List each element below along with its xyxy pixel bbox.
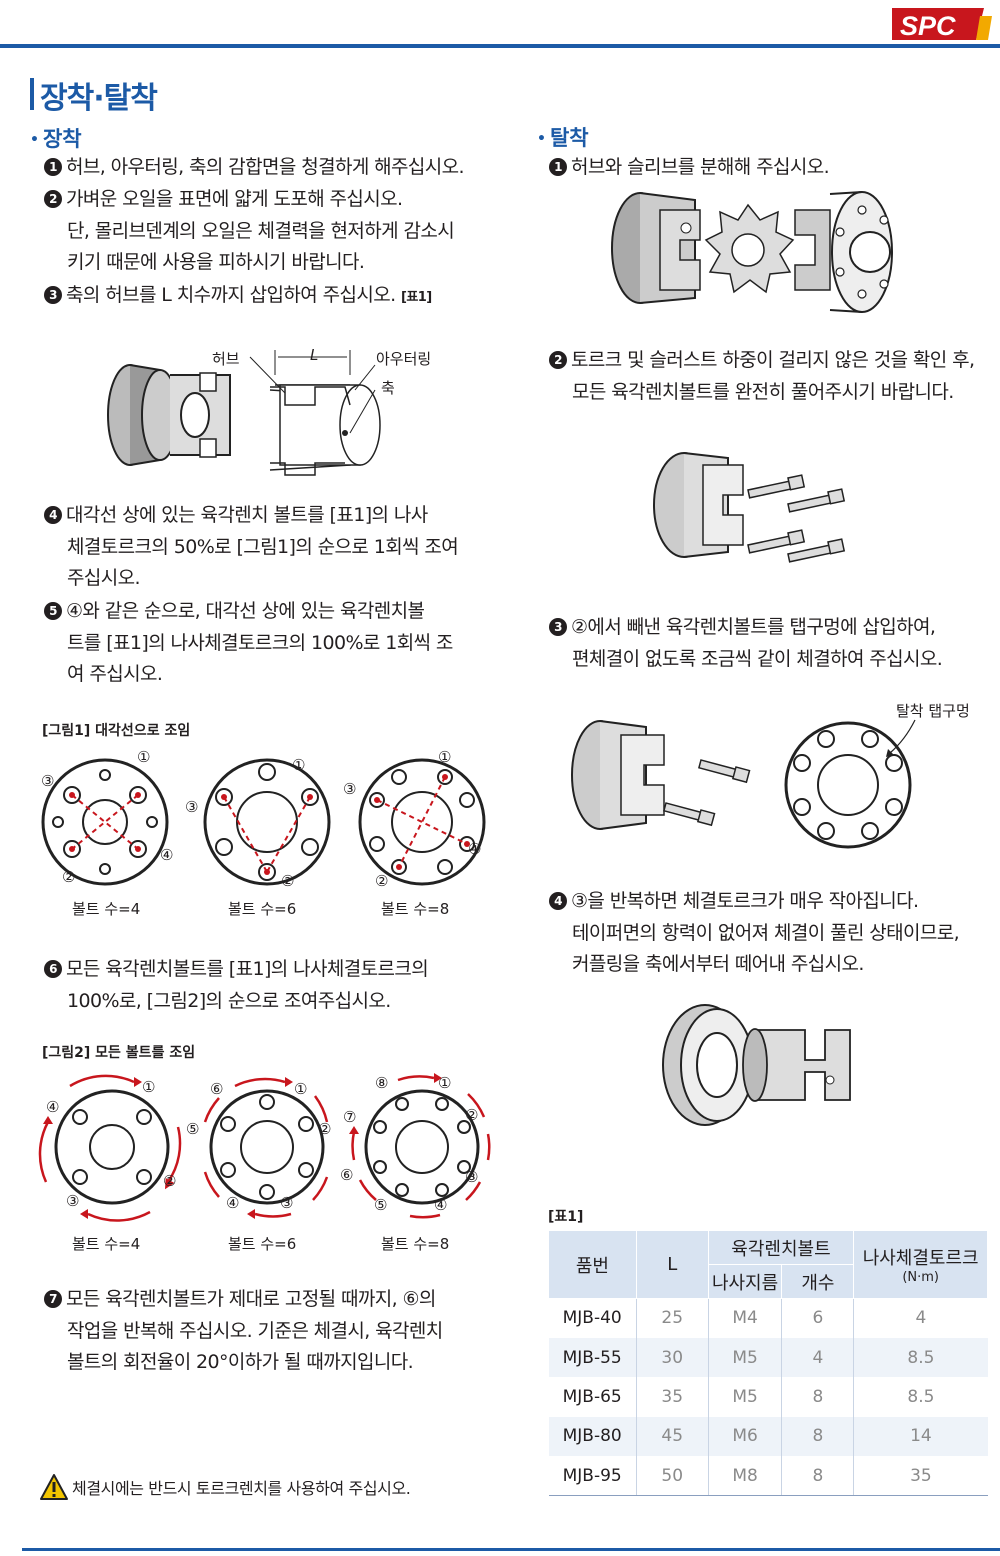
label-L: L	[310, 346, 319, 364]
fig2-flange-6	[203, 1077, 329, 1219]
col-part-no: 품번	[548, 1230, 637, 1299]
mark-f2b-3: ③	[280, 1194, 294, 1212]
mark-f1c-2: ②	[375, 872, 389, 890]
spc-logo: SPC	[892, 8, 992, 41]
fig2-flange-8	[349, 1073, 491, 1219]
header-rule	[0, 44, 1000, 48]
fig2-flange-4	[38, 1074, 182, 1222]
separated-coupling-diagram	[662, 1004, 851, 1126]
mark-f1c-3: ③	[343, 780, 357, 798]
mark-f2a-2: ②	[163, 1172, 177, 1190]
mark-f2c-5: ⑤	[374, 1196, 388, 1214]
col-count: 개수	[781, 1264, 855, 1299]
mark-f2c-7: ⑦	[343, 1108, 357, 1126]
fig1-bolt-count-6: 볼트 수=6	[228, 900, 297, 918]
svg-text:SPC: SPC	[900, 11, 956, 41]
label-hub: 허브	[212, 350, 240, 368]
mark-f2a-1: ①	[142, 1078, 156, 1096]
mark-f2b-6: ⑥	[210, 1080, 224, 1098]
fig1-caption: [그림1] 대각선으로 조임	[42, 723, 191, 739]
flange-tap-hole-diagram	[784, 719, 916, 849]
table-row: MJB-55 30 M5 4 8.5	[548, 1337, 988, 1378]
tap-hole-insertion-diagram	[571, 720, 751, 830]
warning-note: 체결시에는 반드시 토르크렌치를 사용하여 주십시오.	[40, 1474, 411, 1500]
fig1-flange-6	[203, 758, 331, 886]
mark-f2c-4: ④	[434, 1196, 448, 1214]
fig2-bolt-count-4: 볼트 수=4	[72, 1235, 141, 1253]
fig2-bolt-count-8: 볼트 수=8	[381, 1235, 450, 1253]
mark-f2b-1: ①	[294, 1080, 308, 1098]
col-L: L	[635, 1230, 709, 1299]
fig2-bolt-count-6: 볼트 수=6	[228, 1235, 297, 1253]
col-thread-dia: 나사지름	[707, 1264, 783, 1299]
mark-f1a-3: ③	[41, 772, 55, 790]
mark-f2b-2: ②	[318, 1120, 332, 1138]
mark-f1a-2: ②	[62, 868, 76, 886]
mark-f1b-2: ②	[281, 872, 295, 890]
label-outer-ring: 아우터링	[376, 350, 432, 368]
mark-f2b-5: ⑤	[186, 1120, 200, 1138]
col-torque: 나사체결토르크(N·m)	[853, 1230, 988, 1299]
fig1-flange-8	[358, 758, 486, 886]
mark-f1b-3: ③	[185, 798, 199, 816]
mark-f1c-4: ④	[468, 840, 482, 858]
hub-insertion-diagram	[107, 350, 381, 476]
mark-f1a-4: ④	[160, 846, 174, 864]
table-caption: [표1]	[548, 1209, 584, 1225]
spec-table: 품번 L 육각렌치볼트 나사체결토르크(N·m) 나사지름 개수 MJB-40 …	[548, 1230, 988, 1496]
mark-f2a-3: ③	[66, 1192, 80, 1210]
fig1-flange-4	[41, 758, 169, 886]
title-bar	[30, 78, 34, 110]
mark-f2c-6: ⑥	[340, 1166, 354, 1184]
mark-f2c-3: ③	[465, 1168, 479, 1186]
fig1-bolt-count-8: 볼트 수=8	[381, 900, 450, 918]
footer-rule	[22, 1548, 1000, 1551]
table-row: MJB-40 25 M4 6 4	[549, 1298, 988, 1338]
mark-f2b-4: ④	[226, 1194, 240, 1212]
mark-f2c-1: ①	[438, 1074, 452, 1092]
table-row: MJB-95 50 M8 8 35	[548, 1456, 988, 1496]
bolts-removed-diagram	[653, 452, 846, 563]
removal-heading: •탈착	[537, 126, 589, 150]
fig2-caption: [그림2] 모든 볼트를 조임	[42, 1045, 196, 1061]
mark-f2c-8: ⑧	[375, 1074, 389, 1092]
label-tap-hole: 탈착 탭구멍	[896, 702, 970, 720]
warning-icon	[40, 1474, 68, 1500]
page-title: 장착·탈착	[40, 81, 158, 116]
table-row: MJB-80 45 M6 8 14	[548, 1416, 988, 1457]
label-shaft: 축	[381, 379, 395, 397]
mark-f1b-1: ①	[292, 756, 306, 774]
hub-sleeve-exploded-diagram	[611, 191, 893, 313]
mark-f1a-1: ①	[137, 748, 151, 766]
install-heading: •장착	[30, 127, 82, 151]
mark-f2a-4: ④	[46, 1098, 60, 1116]
table-row: MJB-65 35 M5 8 8.5	[549, 1377, 988, 1417]
fig1-bolt-count-4: 볼트 수=4	[72, 900, 141, 918]
col-bolt-group: 육각렌치볼트	[707, 1230, 855, 1265]
mark-f2c-2: ②	[465, 1106, 479, 1124]
mark-f1c-1: ①	[438, 748, 452, 766]
